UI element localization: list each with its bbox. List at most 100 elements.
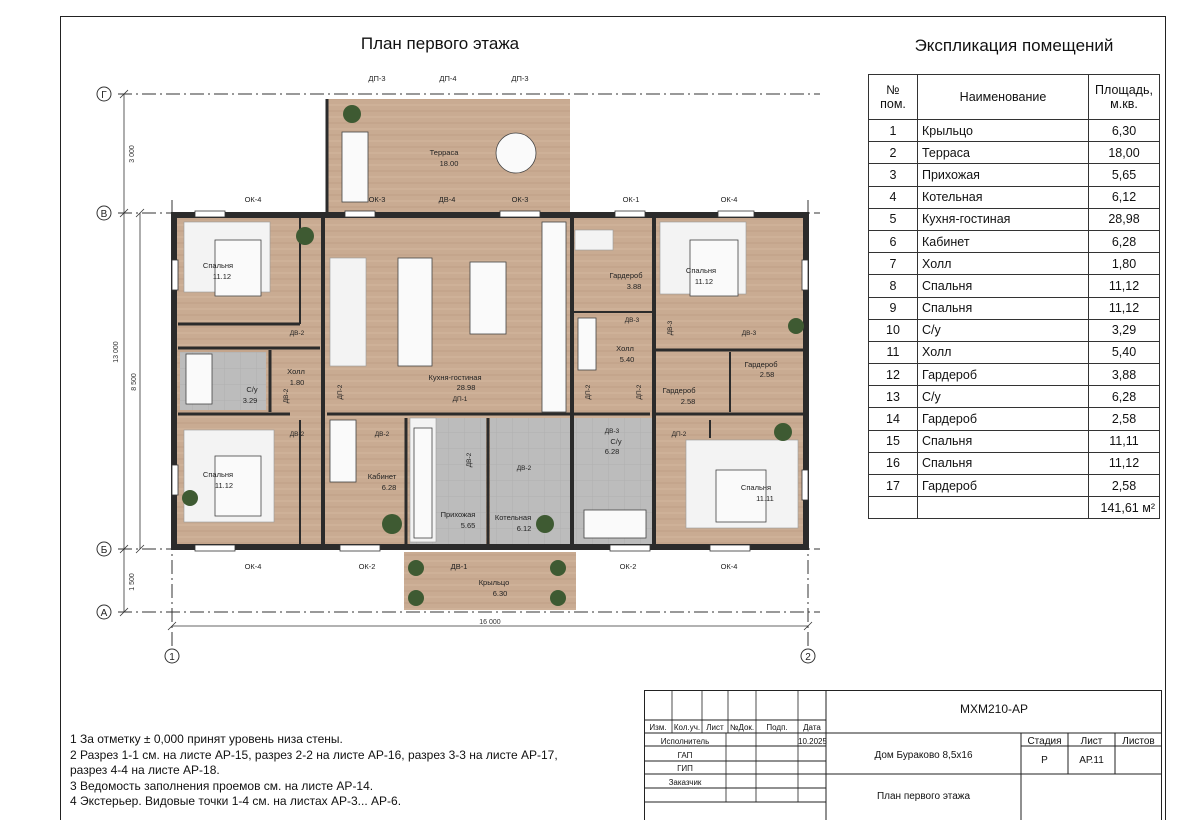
note-line: 2 Разрез 1-1 см. на листе АР-15, разрез …: [70, 747, 558, 762]
room-area: 11.11: [756, 494, 774, 503]
room-area: 3.88: [627, 282, 642, 291]
axis-a: А: [101, 608, 108, 619]
room-area: 2,58: [1088, 473, 1160, 498]
stamp-col: Изм.: [649, 723, 667, 732]
room-area: 6,28: [1088, 229, 1160, 254]
room-name: Спальня: [917, 451, 1089, 476]
room-number: 13: [868, 385, 918, 409]
opening-label: ОК-1: [623, 195, 640, 204]
room-number: 8: [868, 274, 918, 298]
room-area: 11,11: [1088, 429, 1160, 453]
room-area: 6,28: [1088, 385, 1160, 409]
room-name: С/у: [246, 385, 258, 394]
opening-label: ДВ-2: [290, 330, 305, 337]
plants: [182, 105, 804, 606]
general-notes: 1 За отметку ± 0,000 принят уровень низа…: [70, 732, 630, 810]
stamp-role: Исполнитель: [660, 737, 710, 746]
table-header-row: № пом. Наименование Площадь, м.кв.: [868, 74, 1160, 120]
total-area: 141,61 м²: [1088, 496, 1160, 520]
room-area: 6.30: [493, 589, 508, 598]
room-name: Спальня: [917, 296, 1089, 320]
room-name: С/у: [610, 437, 622, 446]
stamp-role: Заказчик: [668, 778, 702, 787]
room-area: 3,88: [1088, 363, 1160, 387]
stamp-sheet: АР.11: [1079, 755, 1104, 766]
room-number: 12: [868, 363, 918, 387]
axis-b: Б: [101, 545, 108, 556]
room-name: Холл: [287, 367, 305, 376]
stamp-col: №Док.: [729, 723, 755, 732]
room-area: 11,12: [1088, 274, 1160, 298]
stamp-col: Кол.уч.: [673, 723, 701, 732]
opening-label: ДВ-1: [451, 562, 468, 571]
opening-label: ОК-3: [512, 195, 529, 204]
drawing-sheet: [60, 16, 1166, 820]
room-name: Спальня: [203, 470, 233, 479]
opening-label: ДВ-2: [283, 388, 290, 403]
room-number: 4: [868, 185, 918, 209]
opening-label: ДП-3: [368, 74, 385, 83]
title-block: Изм. Кол.уч. Лист №Док. Подп. Дата Испол…: [644, 690, 1162, 820]
room-area: 28,98: [1088, 207, 1160, 231]
opening-label: ДВ-2: [375, 431, 390, 438]
room-area: 2,58: [1088, 407, 1160, 431]
note-line: 3 Ведомость заполнения проемов см. на ли…: [70, 778, 374, 793]
room-area: 6,12: [1088, 185, 1160, 209]
explication-title: Экспликация помещений: [914, 36, 1114, 55]
opening-label: ДВ-3: [667, 320, 674, 335]
room-number: 15: [868, 429, 918, 453]
axis-v: В: [101, 209, 108, 220]
room-name: Холл: [917, 340, 1089, 365]
room-area: 5,40: [1088, 340, 1160, 365]
opening-label: ОК-3: [369, 195, 386, 204]
opening-labels: ДП-3 ДП-4 ДП-3 ОК-4 ОК-3 ДВ-4 ОК-3 ОК-1 …: [245, 74, 738, 571]
note-line: 1 За отметку ± 0,000 принят уровень низа…: [70, 732, 343, 746]
room-area: 28.98: [457, 383, 476, 392]
opening-label: ДП-3: [511, 74, 528, 83]
opening-label: ДВ-2: [466, 452, 473, 467]
stamp-code: МХМ210-АР: [959, 702, 1029, 716]
stamp-role: ГАП: [677, 751, 693, 760]
stamp-col: Дата: [803, 723, 821, 732]
room-area: 2.58: [760, 370, 775, 379]
room-area: 5,65: [1088, 163, 1160, 187]
opening-label: ДП-1: [453, 396, 468, 403]
opening-label: ДВ-3: [605, 428, 620, 435]
opening-label: ДП-2: [672, 431, 687, 438]
room-name: Холл: [917, 252, 1089, 276]
room-name: Спальня: [917, 429, 1089, 453]
room-area: 18,00: [1088, 141, 1160, 165]
furniture: [185, 131, 767, 539]
room-area: 11,12: [1088, 451, 1160, 476]
room-area: 3.29: [243, 396, 258, 405]
room-number: 10: [868, 318, 918, 342]
opening-label: ДП-2: [636, 384, 643, 399]
col-area: Площадь, м.кв.: [1088, 74, 1160, 120]
room-name: Крыльцо: [479, 578, 510, 587]
room-area: 11.12: [695, 277, 713, 286]
room-area: 6.12: [517, 524, 532, 533]
room-number: 17: [868, 473, 918, 498]
room-area: 6,30: [1088, 118, 1160, 143]
room-number: 2: [868, 141, 918, 165]
room-name: Спальня: [741, 483, 771, 492]
dim-1500: 1 500: [129, 573, 136, 591]
title-block-grid: [644, 690, 1162, 820]
opening-label: ДП-2: [337, 384, 344, 399]
room-area: 6.28: [605, 447, 620, 456]
room-name: Гардероб: [917, 407, 1089, 431]
plan-title: План первого этажа: [360, 34, 520, 53]
room-area: 6.28: [382, 483, 397, 492]
opening-label: ДВ-3: [625, 317, 640, 324]
stamp-col: Лист: [706, 723, 724, 732]
room-name: Терраса: [917, 141, 1089, 165]
